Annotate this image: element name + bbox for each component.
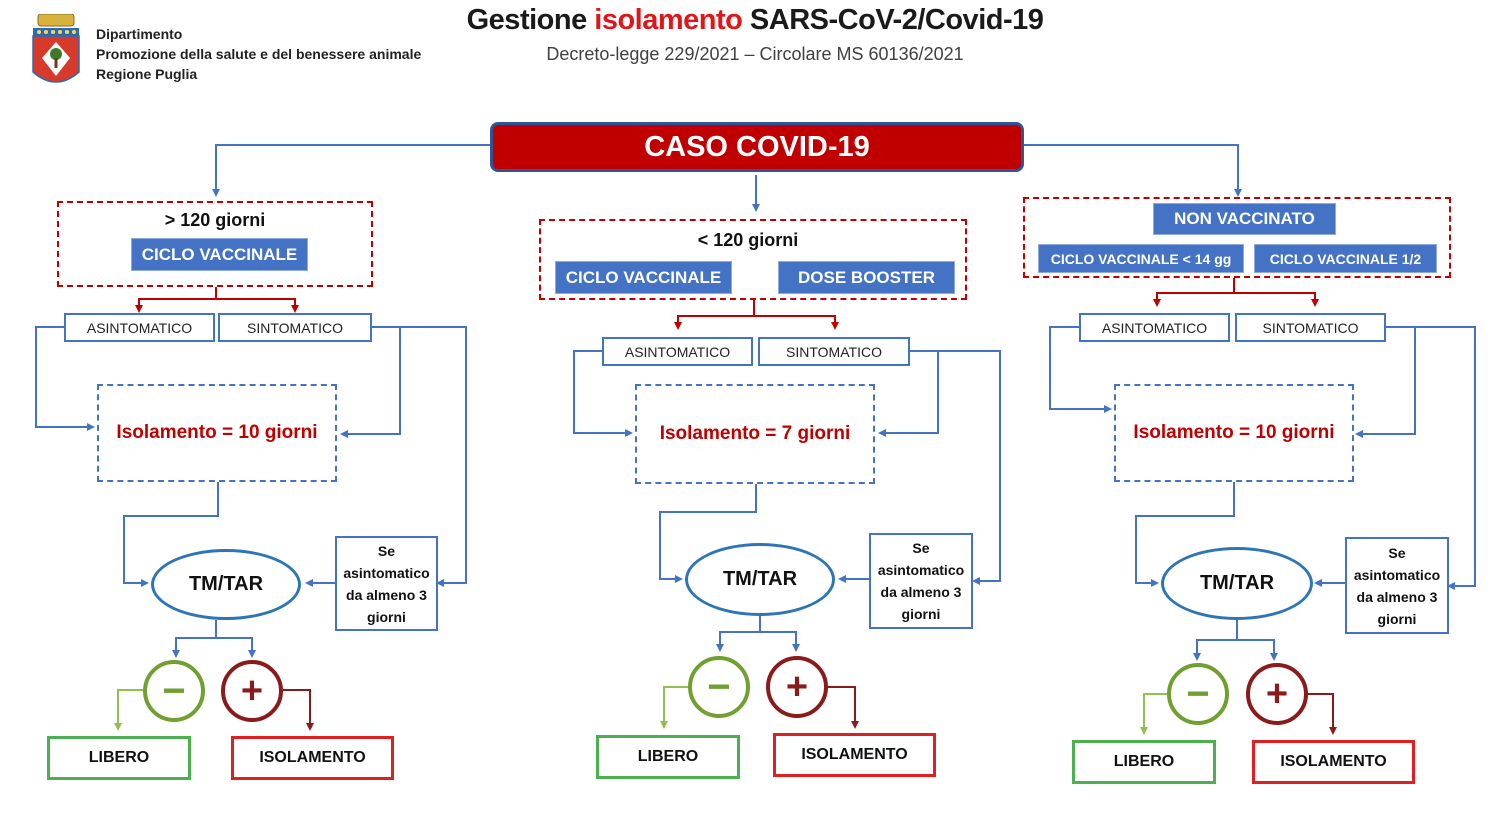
col2-free-box: LIBERO bbox=[596, 735, 740, 779]
page-subtitle: Decreto-legge 229/2021 – Circolare MS 60… bbox=[546, 44, 964, 64]
page-title: Gestione isolamento SARS-CoV-2/Covid-19 bbox=[460, 4, 1050, 37]
col1-asymptomatic-box: ASINTOMATICO bbox=[64, 313, 215, 342]
col3-condition-label: NON VACCINATO bbox=[1153, 203, 1336, 235]
col3-positive-icon: + bbox=[1246, 663, 1308, 725]
title-highlight: isolamento bbox=[594, 4, 743, 36]
col2-note-line1: Se bbox=[912, 540, 930, 556]
col1-free-box: LIBERO bbox=[47, 736, 191, 780]
col2-negative-icon: − bbox=[688, 656, 750, 718]
col1-note-line1: Se bbox=[377, 542, 396, 559]
col2-asymptomatic-box: ASINTOMATICO bbox=[602, 337, 753, 366]
col1-isolation-box: Isolamento = 10 giorni bbox=[97, 384, 337, 482]
department-info: Dipartimento Promozione della salute e d… bbox=[96, 24, 421, 84]
col3-note-line4: giorni bbox=[1377, 610, 1417, 627]
col1-condition-label: > 120 giorni bbox=[164, 210, 266, 230]
col1-note-line4: giorni bbox=[367, 608, 406, 625]
col2-note-line3: da almeno 3 bbox=[880, 584, 962, 600]
col3-badge-ciclo-1-2: CICLO VACCINALE 1/2 bbox=[1254, 244, 1437, 273]
col3-negative-icon: − bbox=[1167, 663, 1229, 725]
col1-symptomatic-box: SINTOMATICO bbox=[218, 313, 372, 342]
col2-note-line4: giorni bbox=[901, 606, 941, 622]
dept-line-3: Regione Puglia bbox=[96, 66, 198, 82]
col2-badge-dose-booster: DOSE BOOSTER bbox=[778, 261, 955, 294]
col2-condition-box bbox=[539, 219, 967, 300]
title-post: SARS-CoV-2/Covid-19 bbox=[742, 4, 1044, 36]
col1-test-ellipse: TM/TAR bbox=[151, 549, 301, 620]
col3-test-ellipse: TM/TAR bbox=[1161, 547, 1313, 620]
col3-free-box: LIBERO bbox=[1072, 740, 1216, 784]
col3-note-line2: asintomatico bbox=[1353, 566, 1441, 583]
col3-note-box: Se asintomatico da almeno 3 giorni bbox=[1345, 537, 1449, 634]
title-pre: Gestione bbox=[466, 4, 595, 36]
col3-condition-box bbox=[1023, 197, 1451, 278]
col2-positive-icon: + bbox=[766, 656, 828, 718]
col2-symptomatic-box: SINTOMATICO bbox=[758, 337, 910, 366]
col3-symptomatic-box: SINTOMATICO bbox=[1235, 313, 1386, 342]
col2-badge-ciclo-vaccinale: CICLO VACCINALE bbox=[555, 261, 732, 294]
col1-note-line2: asintomatico bbox=[343, 564, 430, 581]
col2-isolation-box: Isolamento = 7 giorni bbox=[635, 384, 875, 484]
dept-line-2: Promozione della salute e del benessere … bbox=[96, 46, 422, 62]
col3-badge-ciclo-14gg: CICLO VACCINALE < 14 gg bbox=[1038, 244, 1244, 273]
col2-condition-label: < 120 giorni bbox=[697, 230, 799, 250]
col3-note-line1: Se bbox=[1388, 544, 1406, 561]
col1-negative-icon: − bbox=[143, 660, 205, 722]
col1-note-box: Se asintomatico da almeno 3 giorni bbox=[335, 536, 438, 631]
regione-puglia-logo-icon bbox=[32, 13, 80, 92]
col3-note-line3: da almeno 3 bbox=[1356, 588, 1438, 605]
col2-test-ellipse: TM/TAR bbox=[685, 543, 835, 616]
col3-isolate-box: ISOLAMENTO bbox=[1252, 740, 1415, 784]
col1-isolate-box: ISOLAMENTO bbox=[231, 736, 394, 780]
col1-badge-ciclo-vaccinale: CICLO VACCINALE bbox=[131, 238, 308, 271]
col3-asymptomatic-box: ASINTOMATICO bbox=[1079, 313, 1230, 342]
col2-isolate-box: ISOLAMENTO bbox=[773, 733, 936, 777]
dept-line-1: Dipartimento bbox=[96, 26, 183, 42]
col2-note-line2: asintomatico bbox=[877, 562, 965, 578]
col3-isolation-box: Isolamento = 10 giorni bbox=[1114, 384, 1354, 482]
col2-note-box: Se asintomatico da almeno 3 giorni bbox=[869, 533, 973, 629]
col1-positive-icon: + bbox=[221, 660, 283, 722]
col1-note-line3: da almeno 3 bbox=[346, 586, 427, 603]
col1-condition-box bbox=[57, 201, 373, 287]
caso-covid-box: CASO COVID-19 bbox=[490, 122, 1024, 172]
